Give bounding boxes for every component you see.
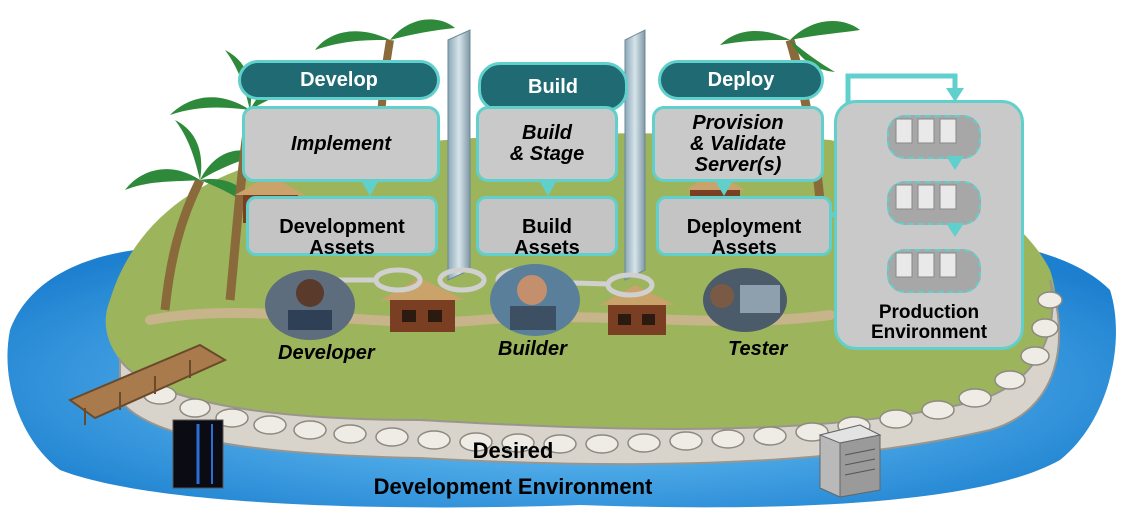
phase-deploy-label: Deploy bbox=[707, 68, 775, 91]
development-assets-text: Development Assets bbox=[249, 217, 435, 259]
task-implement: Implement bbox=[242, 106, 440, 182]
server-group-2 bbox=[887, 181, 981, 225]
deployment-assets-line1: Deployment bbox=[686, 216, 802, 238]
mainframe-icon bbox=[172, 419, 224, 489]
deployment-assets-line2: Assets bbox=[711, 237, 777, 259]
task-deploy-line3: Server(s) bbox=[694, 153, 782, 176]
developer-portrait bbox=[265, 270, 355, 340]
island-rocks bbox=[119, 279, 1061, 466]
phase-develop-header: Develop bbox=[238, 60, 440, 100]
tester-label: Tester bbox=[728, 338, 788, 360]
server-group-1 bbox=[887, 115, 981, 159]
tester-portrait bbox=[703, 268, 787, 332]
server-group-3 bbox=[887, 249, 981, 293]
task-implement-label: Implement bbox=[290, 132, 392, 155]
development-assets-line2: Assets bbox=[309, 237, 375, 259]
server-tower-icon bbox=[818, 424, 882, 498]
task-build-line1: Build bbox=[522, 122, 572, 144]
deployment-assets-text: Deployment Assets bbox=[659, 217, 829, 259]
development-assets-line1: Development bbox=[279, 216, 405, 238]
task-build-stage: Build & Stage bbox=[476, 106, 618, 182]
build-assets-box: Build Assets bbox=[476, 196, 618, 259]
build-assets-line1: Build bbox=[522, 216, 572, 238]
diagram-title-line2: Development Environment bbox=[373, 474, 653, 499]
divider-pillar-2 bbox=[624, 29, 646, 281]
production-environment-panel: Production Environment bbox=[834, 100, 1024, 350]
phase-build-label: Build bbox=[528, 75, 578, 98]
task-build-line2: & Stage bbox=[509, 143, 585, 165]
rock-texture bbox=[143, 291, 1063, 454]
diagram-title: Desired Development Environment bbox=[313, 438, 713, 500]
deployment-assets-box: Deployment Assets bbox=[656, 196, 832, 259]
development-assets-box: Development Assets bbox=[246, 196, 438, 259]
task-deploy-line2: & Validate bbox=[690, 132, 786, 155]
task-arrows bbox=[362, 182, 732, 196]
production-label: Production Environment bbox=[837, 303, 1021, 343]
deploy-to-production-arrowhead bbox=[946, 88, 964, 102]
phase-develop-label: Develop bbox=[300, 68, 378, 91]
developer-label: Developer bbox=[278, 342, 375, 364]
build-assets-text: Build Assets bbox=[479, 217, 615, 259]
divider-pillar-1 bbox=[447, 29, 471, 281]
build-assets-line2: Assets bbox=[514, 237, 580, 259]
phase-build-header: Build bbox=[478, 62, 628, 112]
production-line2: Environment bbox=[870, 321, 988, 343]
phase-deploy-header: Deploy bbox=[658, 60, 824, 100]
dock bbox=[67, 343, 228, 425]
production-line1: Production bbox=[878, 302, 980, 323]
builder-label: Builder bbox=[498, 338, 567, 360]
task-provision-validate: Provision & Validate Server(s) bbox=[652, 106, 824, 182]
diagram-title-line1: Desired bbox=[472, 438, 554, 463]
hut-1 bbox=[380, 278, 465, 332]
task-deploy-line1: Provision bbox=[692, 111, 784, 134]
builder-portrait bbox=[490, 264, 580, 336]
